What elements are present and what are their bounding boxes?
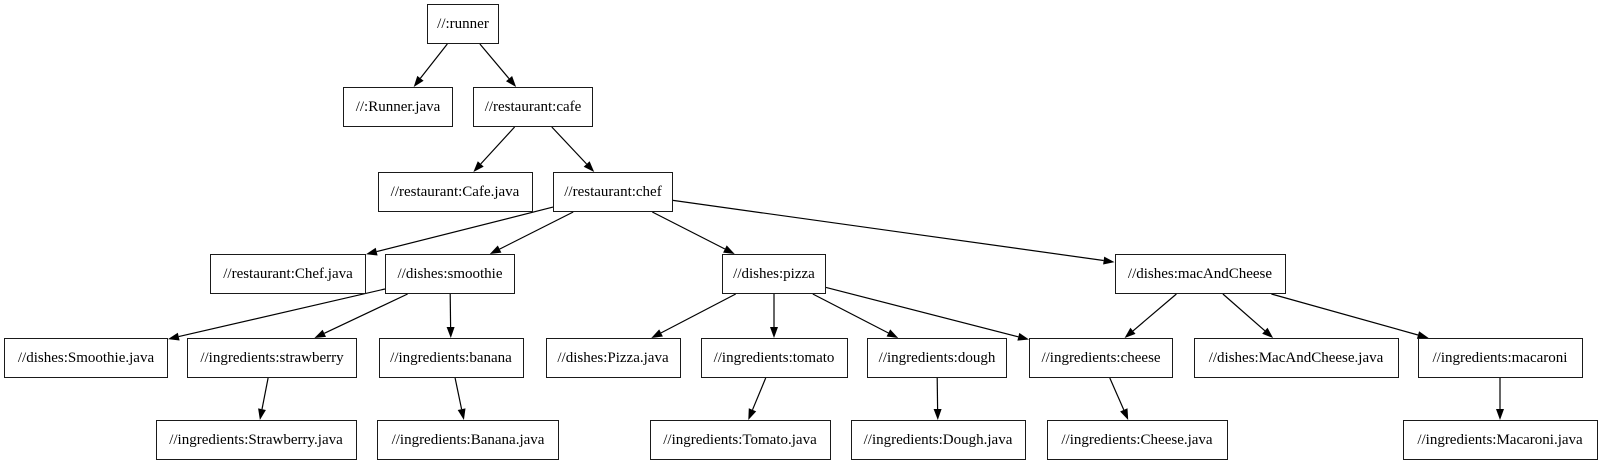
graph-edge-smoothie-to-strawberry: [324, 293, 408, 334]
graph-edge-chef-to-mac-and-cheese: [672, 199, 1104, 262]
graph-node-cafe: //restaurant:cafe: [473, 87, 593, 127]
graph-edge-arrowhead: [886, 329, 899, 338]
graph-edge-mac-and-cheese-to-mac-and-cheese-java: [1222, 293, 1266, 332]
graph-node-mac-and-cheese: //dishes:macAndCheese: [1114, 254, 1286, 294]
graph-edge-arrowhead: [748, 408, 757, 420]
graph-node-banana: //ingredients:banana: [378, 338, 524, 378]
graph-edge-mac-and-cheese-to-macaroni: [1271, 293, 1419, 336]
graph-edge-runner-to-runner-java: [419, 43, 448, 79]
graph-edge-arrowhead: [489, 245, 502, 254]
graph-edge-arrowhead: [506, 76, 517, 87]
graph-node-strawberry-java: //ingredients:Strawberry.java: [155, 420, 357, 460]
graph-edge-cheese-to-cheese-java: [1109, 377, 1125, 411]
graph-edge-banana-to-banana-java: [454, 377, 463, 410]
graph-edge-pizza-to-pizza-java: [660, 293, 736, 334]
graph-node-tomato-java: //ingredients:Tomato.java: [649, 420, 831, 460]
graph-node-dough: //ingredients:dough: [867, 338, 1007, 378]
graph-edge-arrowhead: [168, 332, 180, 341]
graph-edge-strawberry-to-strawberry-java: [261, 377, 269, 410]
graph-edge-mac-and-cheese-to-cheese: [1132, 293, 1177, 332]
graph-node-smoothie: //dishes:smoothie: [385, 254, 515, 294]
graph-edge-arrowhead: [1124, 327, 1136, 338]
graph-edge-arrowhead: [1416, 331, 1429, 339]
graph-node-smoothie-java: //dishes:Smoothie.java: [4, 338, 168, 378]
graph-edge-arrowhead: [473, 161, 484, 172]
graph-edge-arrowhead: [723, 245, 735, 254]
graph-edge-arrowhead: [1496, 409, 1504, 420]
graph-node-banana-java: //ingredients:Banana.java: [377, 420, 559, 460]
graph-edge-arrowhead: [933, 409, 942, 420]
graph-node-chef: //restaurant:chef: [553, 172, 673, 212]
graph-edge-arrowhead: [1103, 256, 1115, 265]
graph-node-cheese: //ingredients:cheese: [1029, 338, 1173, 378]
graph-node-pizza-java: //dishes:Pizza.java: [545, 338, 681, 378]
graph-edge-chef-to-pizza: [652, 211, 726, 250]
graph-node-pizza: //dishes:pizza: [722, 254, 826, 294]
graph-node-mac-and-cheese-java: //dishes:MacAndCheese.java: [1193, 338, 1399, 378]
graph-node-chef-java: //restaurant:Chef.java: [210, 254, 366, 294]
graph-edge-arrowhead: [413, 75, 424, 87]
graph-node-macaroni: //ingredients:macaroni: [1417, 338, 1583, 378]
graph-node-runner: //:runner: [427, 4, 499, 44]
graph-edge-runner-to-cafe: [479, 43, 510, 79]
graph-edge-arrowhead: [366, 247, 378, 256]
graph-edge-chef-to-smoothie: [499, 211, 574, 250]
graph-edge-arrowhead: [651, 329, 663, 338]
graph-node-dough-java: //ingredients:Dough.java: [850, 420, 1026, 460]
graph-edge-pizza-to-dough: [812, 293, 889, 334]
graph-edge-arrowhead: [457, 408, 466, 420]
graph-node-strawberry: //ingredients:strawberry: [187, 338, 357, 378]
graph-node-cheese-java: //ingredients:Cheese.java: [1046, 420, 1228, 460]
graph-edge-pizza-to-cheese: [825, 286, 1019, 338]
graph-node-tomato: //ingredients:tomato: [700, 338, 848, 378]
graph-edge-arrowhead: [258, 408, 266, 420]
graph-node-cafe-java: //restaurant:Cafe.java: [377, 172, 533, 212]
graph-edge-arrowhead: [1120, 408, 1129, 420]
graph-node-runner-java: //:Runner.java: [343, 87, 453, 127]
graph-edge-arrowhead: [314, 329, 326, 338]
graph-edge-arrowhead: [583, 161, 595, 172]
graph-edge-chef-to-chef-java: [376, 206, 554, 253]
graph-edge-arrowhead: [770, 327, 778, 338]
graph-edge-cafe-to-cafe-java: [480, 126, 516, 165]
graph-edge-arrowhead: [446, 327, 455, 338]
graph-edge-cafe-to-chef: [551, 126, 588, 165]
graph-edge-arrowhead: [1262, 327, 1274, 338]
graph-edge-smoothie-to-smoothie-java: [178, 288, 386, 338]
graph-edge-tomato-to-tomato-java: [751, 377, 767, 411]
graph-edge-arrowhead: [1017, 332, 1029, 341]
graph-node-macaroni-java: //ingredients:Macaroni.java: [1402, 420, 1598, 460]
